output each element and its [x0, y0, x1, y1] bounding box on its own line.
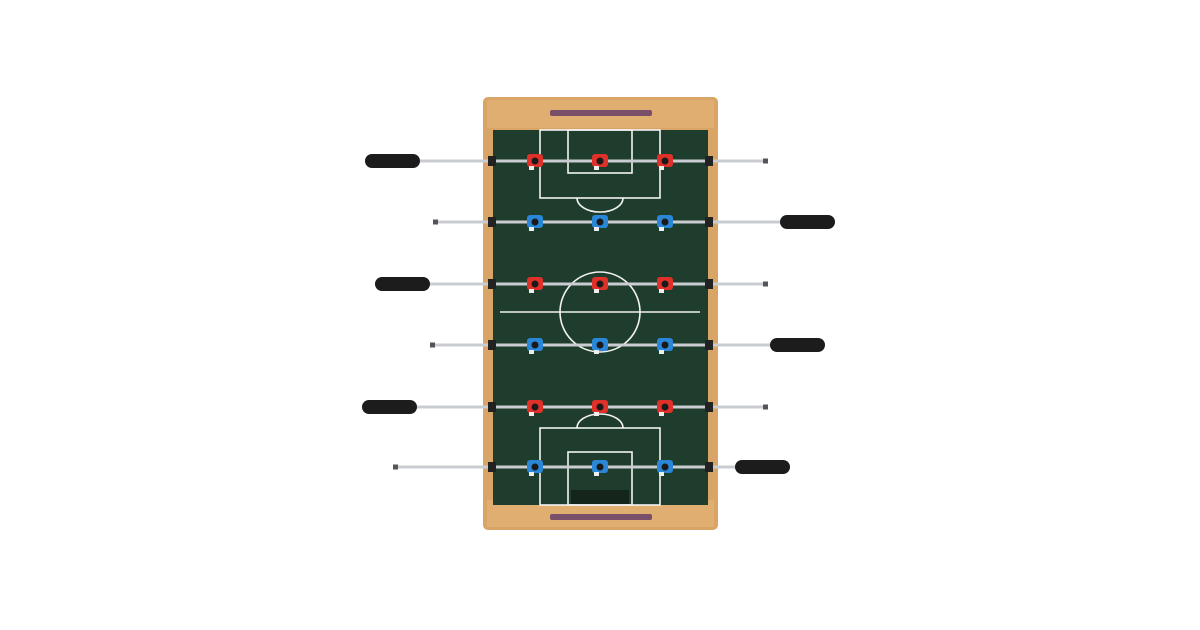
bumper: [488, 462, 496, 472]
rod-1[interactable]: [365, 154, 768, 170]
player-head: [661, 218, 669, 226]
playing-field: [493, 130, 708, 505]
player-head: [596, 157, 604, 165]
player-figure-blue: [657, 215, 673, 231]
player-head: [596, 218, 604, 226]
player-figure-blue: [657, 460, 673, 476]
handle-grip-icon[interactable]: [770, 338, 825, 352]
player-foot: [659, 472, 664, 476]
goal-bottom: [571, 490, 629, 504]
player-foot: [594, 166, 599, 170]
bumper: [488, 402, 496, 412]
player-figure-red: [527, 400, 543, 416]
player-figure-red: [657, 154, 673, 170]
player-foot: [594, 350, 599, 354]
player-head: [596, 341, 604, 349]
player-head: [531, 341, 539, 349]
player-figure-blue: [592, 460, 608, 476]
player-figure-red: [657, 400, 673, 416]
player-head: [661, 341, 669, 349]
player-figure-red: [592, 400, 608, 416]
player-head: [661, 403, 669, 411]
player-foot: [529, 166, 534, 170]
rod-end-cap: [430, 342, 435, 348]
player-foot: [594, 412, 599, 416]
player-head: [531, 157, 539, 165]
handle-grip-icon[interactable]: [375, 277, 430, 291]
player-foot: [529, 289, 534, 293]
player-foot: [529, 472, 534, 476]
player-figure-red: [657, 277, 673, 293]
bumper: [705, 156, 713, 166]
player-head: [596, 403, 604, 411]
player-head: [531, 403, 539, 411]
player-foot: [594, 289, 599, 293]
player-foot: [529, 227, 534, 231]
rod-end-cap: [393, 464, 398, 470]
handle-grip-icon[interactable]: [365, 154, 420, 168]
player-figure-blue: [657, 338, 673, 354]
player-head: [661, 280, 669, 288]
bumper: [705, 402, 713, 412]
player-figure-red: [527, 154, 543, 170]
player-foot: [529, 412, 534, 416]
player-figure-blue: [527, 460, 543, 476]
bumper: [488, 340, 496, 350]
bumper: [705, 217, 713, 227]
score-bar-top: [550, 110, 652, 116]
bumper: [705, 340, 713, 350]
player-figure-blue: [592, 215, 608, 231]
player-figure-blue: [527, 338, 543, 354]
player-head: [596, 463, 604, 471]
rods: [362, 154, 835, 476]
handle-grip-icon[interactable]: [780, 215, 835, 229]
score-bar-bottom: [550, 514, 652, 520]
player-figure-red: [592, 277, 608, 293]
rod-5[interactable]: [362, 400, 768, 416]
bumper: [705, 279, 713, 289]
player-figure-red: [527, 277, 543, 293]
player-foot: [659, 350, 664, 354]
bumper: [488, 217, 496, 227]
player-foot: [594, 472, 599, 476]
bumper: [488, 279, 496, 289]
player-head: [531, 280, 539, 288]
player-foot: [529, 350, 534, 354]
player-head: [531, 463, 539, 471]
player-figure-red: [592, 154, 608, 170]
player-figure-blue: [592, 338, 608, 354]
player-head: [596, 280, 604, 288]
player-figure-blue: [527, 215, 543, 231]
rod-end-cap: [763, 404, 768, 410]
handle-grip-icon[interactable]: [362, 400, 417, 414]
player-head: [661, 463, 669, 471]
bumper: [488, 156, 496, 166]
player-foot: [659, 289, 664, 293]
player-foot: [659, 412, 664, 416]
rod-3[interactable]: [375, 277, 768, 293]
rod-end-cap: [433, 219, 438, 225]
rod-6[interactable]: [393, 460, 790, 476]
player-foot: [659, 227, 664, 231]
rod-2[interactable]: [433, 215, 835, 231]
handle-grip-icon[interactable]: [735, 460, 790, 474]
player-head: [531, 218, 539, 226]
rod-4[interactable]: [430, 338, 825, 354]
rod-end-cap: [763, 281, 768, 287]
player-foot: [659, 166, 664, 170]
bumper: [705, 462, 713, 472]
rod-end-cap: [763, 158, 768, 164]
player-foot: [594, 227, 599, 231]
table-frame: [483, 97, 718, 530]
player-head: [661, 157, 669, 165]
